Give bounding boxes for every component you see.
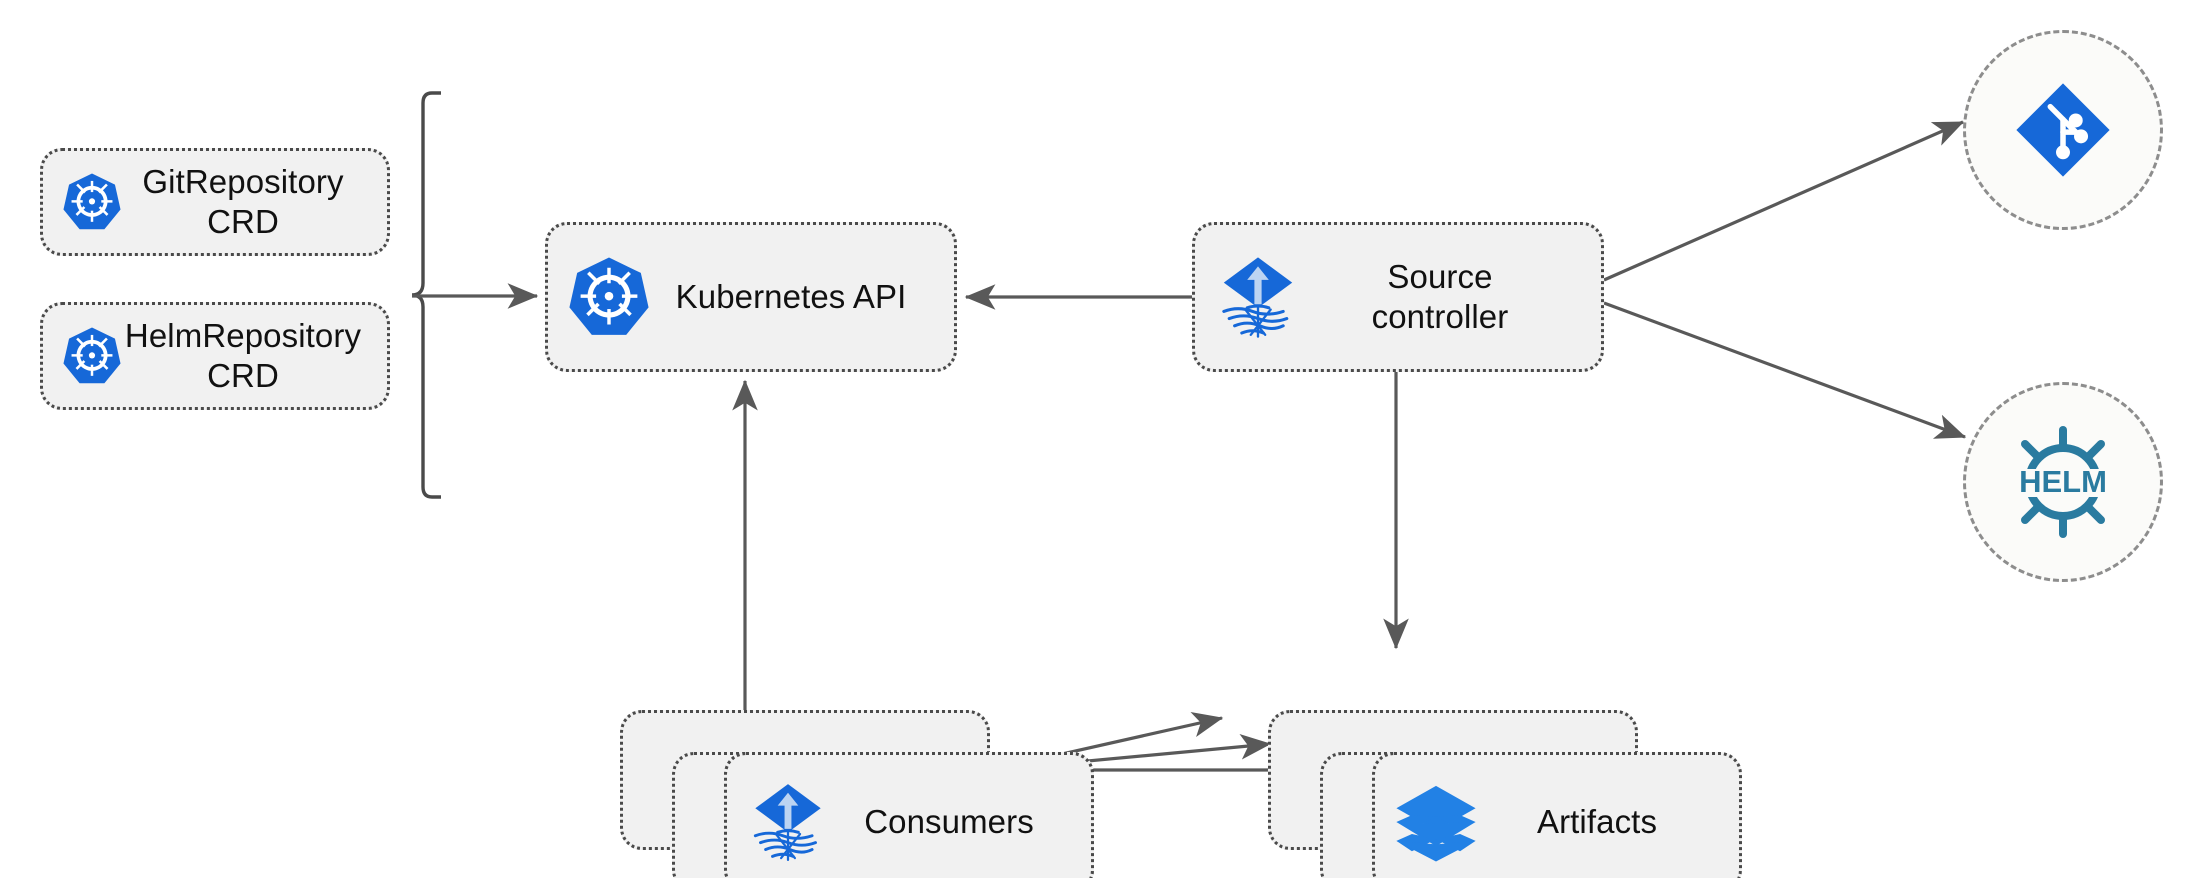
node-label: Consumers xyxy=(864,802,1034,840)
source-controller-to-git-arrow xyxy=(1603,120,1965,282)
crd-group-brace xyxy=(411,91,441,499)
kubernetes-icon xyxy=(61,171,123,233)
node-label: Artifacts xyxy=(1536,802,1658,840)
kubernetes-icon xyxy=(61,325,123,387)
flux-icon xyxy=(745,779,831,865)
node-label: HelmRepository CRD xyxy=(124,316,362,394)
node-helm-source[interactable]: HELM xyxy=(1963,382,2163,582)
layers-icon xyxy=(1393,779,1479,865)
node-label: GitRepository CRD xyxy=(142,162,344,240)
node-kubernetes-api[interactable]: Kubernetes API xyxy=(545,222,957,372)
node-artifacts[interactable]: Artifacts xyxy=(1372,752,1742,878)
node-helmrepository-crd[interactable]: HelmRepository CRD xyxy=(40,302,390,410)
helm-icon: HELM xyxy=(2003,422,2123,542)
source-controller-to-helm-arrow xyxy=(1603,301,1967,439)
git-icon xyxy=(2010,77,2116,183)
node-git-source[interactable] xyxy=(1963,30,2163,230)
kubernetes-icon xyxy=(566,254,652,340)
helm-wordmark: HELM xyxy=(2019,464,2107,499)
node-gitrepository-crd[interactable]: GitRepository CRD xyxy=(40,148,390,256)
node-consumers[interactable]: Consumers xyxy=(724,752,1094,878)
flux-icon xyxy=(1213,252,1303,342)
node-source-controller[interactable]: Source controller xyxy=(1192,222,1604,372)
node-label: Kubernetes API xyxy=(675,277,907,315)
node-label: Source controller xyxy=(1371,257,1509,335)
